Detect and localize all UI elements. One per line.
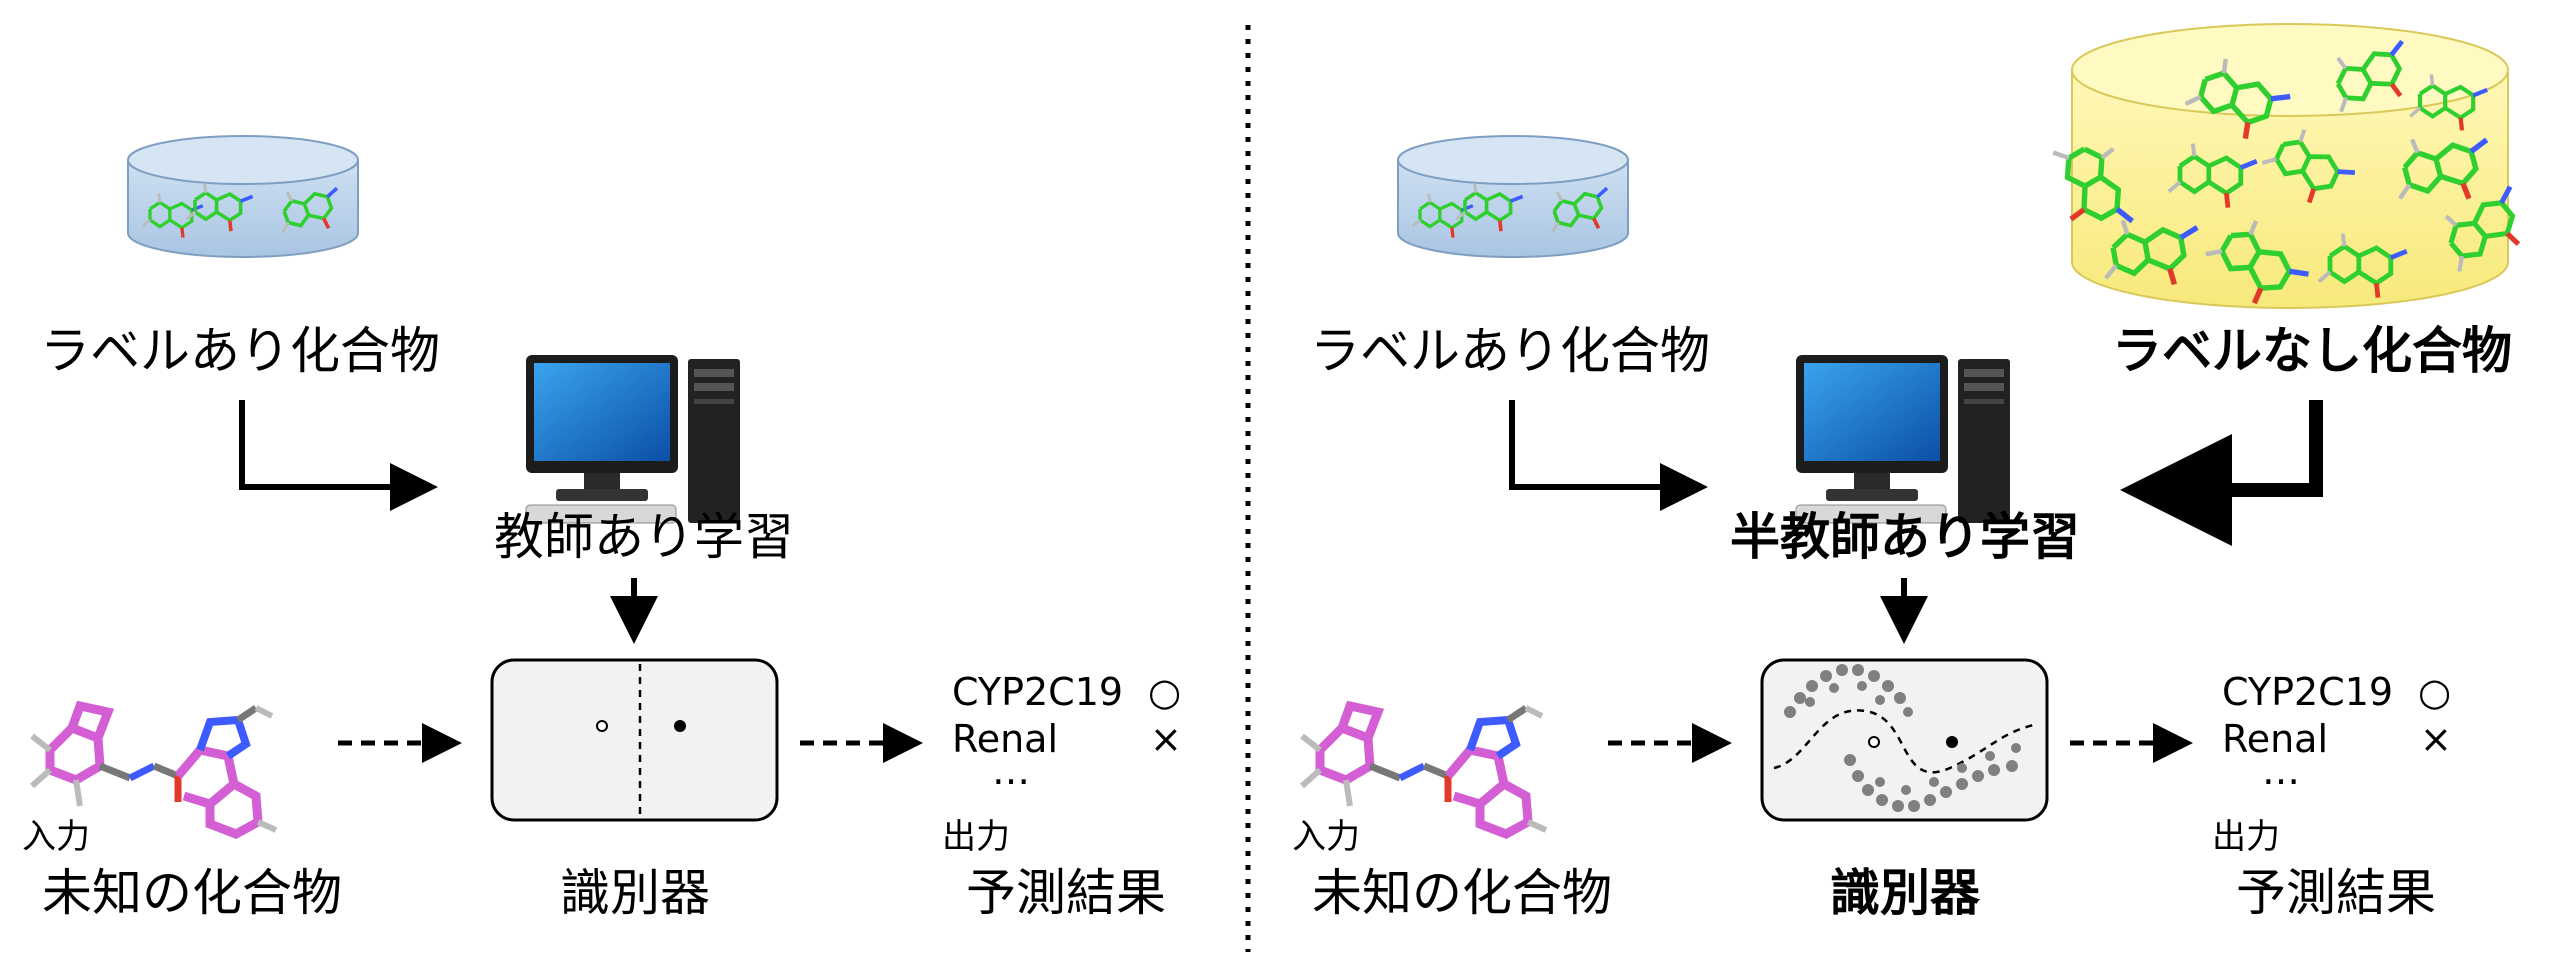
result-name-0: CYP2C19	[952, 670, 1124, 714]
classifier-icon	[490, 658, 779, 822]
semi-supervised-learning-label: 半教師あり学習	[1730, 508, 2080, 566]
database-icon	[2038, 23, 2542, 319]
supervised-learning-label: 教師あり学習	[494, 508, 794, 566]
result-ellipsis: …	[992, 749, 1030, 793]
result-mark-0: ○	[1148, 670, 1182, 714]
output-tag: 出力	[942, 817, 1010, 857]
result-name-1: Renal	[952, 717, 1059, 761]
result-mark-1: ×	[2420, 717, 2452, 761]
classifier-label: 識別器	[1830, 864, 1980, 922]
unknown-compound-label: 未知の化合物	[42, 864, 342, 922]
molecule-icon	[1302, 706, 1546, 834]
database-icon	[127, 135, 359, 258]
classifier-icon	[1760, 658, 2049, 822]
computer-icon	[1795, 354, 2011, 524]
result-mark-1: ×	[1150, 717, 1182, 761]
result-name-1: Renal	[2222, 717, 2329, 761]
molecule-icon	[32, 706, 276, 834]
database-icon	[1397, 135, 1629, 258]
unknown-compound-label: 未知の化合物	[1312, 864, 1612, 922]
arrow-unlabeled-to-learner	[2120, 400, 2323, 546]
prediction-result-label: 予測結果	[966, 864, 1166, 922]
prediction-result-label: 予測結果	[2236, 864, 2436, 922]
labeled-compounds-label: ラベルあり化合物	[1310, 322, 1710, 380]
classifier-label: 識別器	[560, 864, 710, 922]
result-mark-0: ○	[2418, 670, 2452, 714]
computer-icon	[525, 354, 741, 524]
result-name-0: CYP2C19	[2222, 670, 2394, 714]
output-tag: 出力	[2212, 817, 2280, 857]
input-tag: 入力	[1292, 817, 1360, 857]
unlabeled-compounds-label: ラベルなし化合物	[2112, 322, 2512, 380]
labeled-compounds-label: ラベルあり化合物	[40, 322, 440, 380]
arrow-labeled-to-learner	[239, 400, 438, 511]
input-tag: 入力	[22, 817, 90, 857]
arrow-labeled-to-learner	[1509, 400, 1708, 511]
result-ellipsis: …	[2262, 749, 2300, 793]
